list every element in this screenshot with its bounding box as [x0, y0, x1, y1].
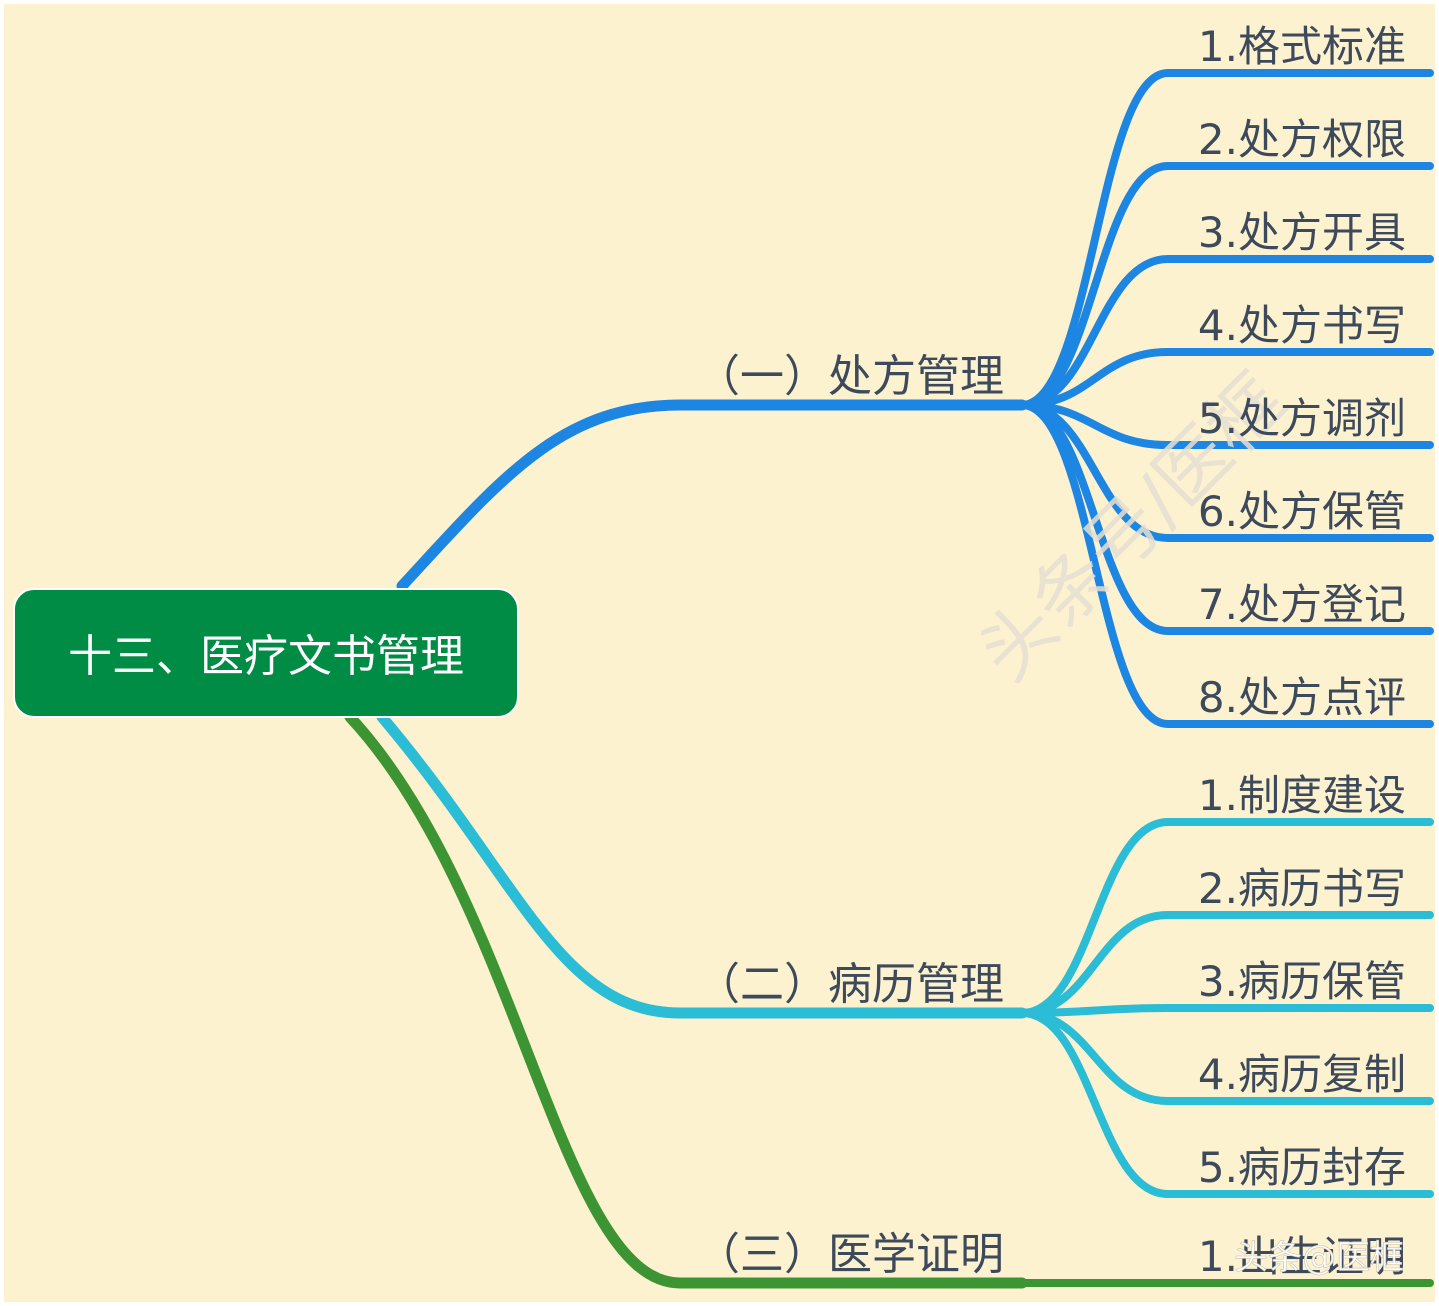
connector-lines: [344, 69, 1434, 1289]
leaf-label[interactable]: 4.病历复制: [1198, 1050, 1406, 1099]
leaf-label[interactable]: 5.病历封存: [1198, 1143, 1406, 1192]
leaf-connector: [1018, 162, 1434, 409]
branch-connector: [376, 711, 1028, 1019]
leaf-label[interactable]: 3.处方开具: [1198, 208, 1406, 257]
leaf-label[interactable]: 2.处方权限: [1198, 115, 1406, 164]
leaf-connector: [1018, 911, 1434, 1017]
leaf-connector: [1018, 1009, 1434, 1198]
leaf-label[interactable]: 5.处方调剂: [1198, 394, 1406, 443]
leaf-label[interactable]: 6.处方保管: [1198, 487, 1406, 536]
leaf-label[interactable]: 7.处方登记: [1198, 580, 1406, 629]
branch-label[interactable]: （二）病历管理: [696, 959, 1004, 1010]
leaf-connector: [1018, 255, 1434, 409]
branch-connector: [344, 711, 1028, 1289]
leaf-label[interactable]: 8.处方点评: [1198, 673, 1406, 722]
leaf-label[interactable]: 1.出生证明: [1198, 1232, 1406, 1281]
root-box: [13, 588, 519, 718]
leaf-label[interactable]: 4.处方书写: [1198, 301, 1406, 350]
leaf-connector: [1018, 818, 1434, 1017]
leaf-label[interactable]: 2.病历书写: [1198, 864, 1406, 913]
leaf-label[interactable]: 1.制度建设: [1198, 771, 1406, 820]
leaf-label[interactable]: 3.病历保管: [1198, 957, 1406, 1006]
leaf-connector: [1018, 348, 1434, 409]
branch-connector: [396, 399, 1028, 592]
watermark-corner-text: 头条@医框: [1234, 1238, 1404, 1278]
node-labels: （一）处方管理 1.格式标准 2.处方权限 3.处方开具 4.处方书写 5.处方调剂 6.处…: [696, 22, 1406, 1281]
root-label: 十三、医疗文书管理: [68, 631, 464, 682]
leaf-label[interactable]: 1.格式标准: [1198, 22, 1406, 71]
branch-label[interactable]: （三）医学证明: [696, 1229, 1004, 1280]
branch-label[interactable]: （一）处方管理: [696, 351, 1004, 402]
root-node[interactable]: 十三、医疗文书管理: [13, 588, 519, 718]
leaf-connector: [1018, 401, 1434, 728]
